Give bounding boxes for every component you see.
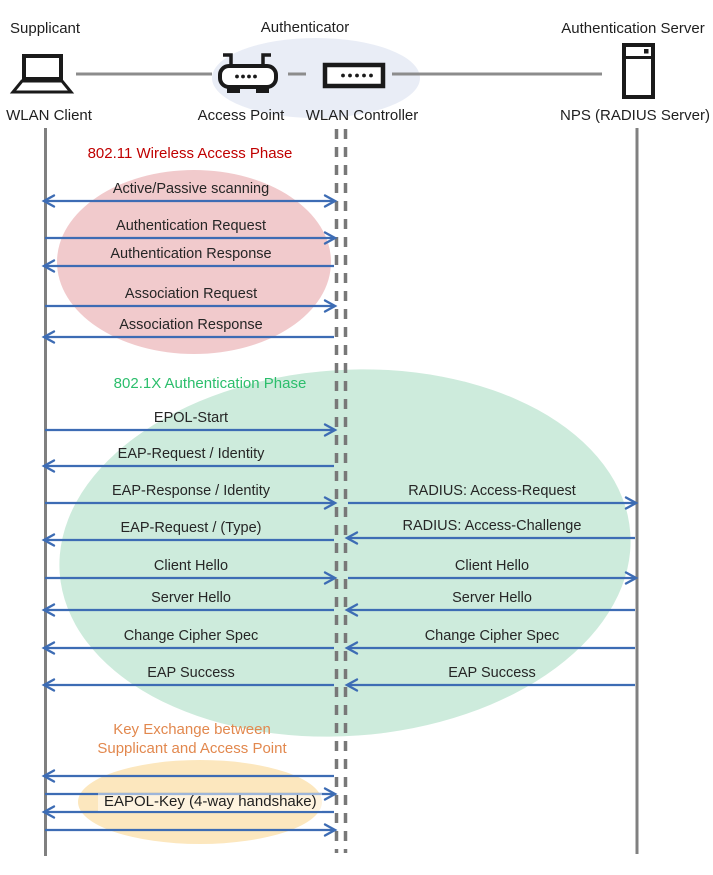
message-arrow-left: [41, 678, 334, 692]
eapol-key-label: EAPOL-Key (4-way handshake): [98, 793, 322, 811]
message-label: Change Cipher Spec: [424, 628, 560, 644]
message-arrow-left: [45, 571, 338, 585]
message-label: Association Response: [119, 317, 263, 333]
message-arrow-right: [344, 678, 635, 692]
message-label: RADIUS: Access-Request: [408, 483, 576, 499]
message-label: Client Hello: [454, 558, 530, 574]
message-arrow-left: [41, 259, 334, 273]
message-arrow-right: [348, 571, 639, 585]
message-label: EAP Success: [147, 665, 235, 681]
message-arrow-left: [41, 459, 334, 473]
message-arrow-right: [348, 496, 639, 510]
message-label: EAP-Request / Identity: [117, 446, 265, 462]
phase-8021x-title: 802.1X Authentication Phase: [113, 375, 307, 392]
message-arrow-left: [45, 299, 338, 313]
message-arrow-left: [41, 533, 334, 547]
phase-keyx-title-line1: Key Exchange between: [113, 721, 271, 738]
message-arrow-right: [344, 531, 635, 545]
phase-80211-title: 802.11 Wireless Access Phase: [87, 145, 293, 162]
message-label: Active/Passive scanning: [112, 181, 270, 197]
message-arrow-left: [41, 805, 334, 819]
message-label: EAP-Response / Identity: [112, 483, 270, 499]
controller-box-icon: [322, 62, 386, 89]
message-arrow-left: [45, 231, 338, 245]
supplicant-role-label: Supplicant: [10, 20, 81, 37]
message-arrow-left: [45, 496, 338, 510]
message-arrow-left: [41, 769, 334, 783]
message-arrow-left: [41, 194, 338, 208]
message-arrows: [41, 194, 639, 837]
wireless-router-icon: [218, 53, 278, 93]
message-arrow-left: [41, 330, 334, 344]
access-point-label: Access Point: [197, 107, 285, 124]
message-arrow-right: [344, 603, 635, 617]
message-arrow-left: [41, 641, 334, 655]
message-label: Client Hello: [153, 558, 229, 574]
message-label: Change Cipher Spec: [123, 628, 259, 644]
message-label: Authentication Response: [110, 246, 272, 262]
phase-keyx-title-line2: Supplicant and Access Point: [97, 740, 287, 757]
message-label: EPOL-Start: [153, 410, 229, 426]
message-label: RADIUS: Access-Challenge: [402, 518, 582, 534]
nps-label: NPS (RADIUS Server): [559, 107, 711, 124]
authenticator-lifeline: [334, 129, 348, 853]
message-label: Server Hello: [452, 590, 532, 606]
message-label: EAP Success: [448, 665, 536, 681]
laptop-icon: [9, 54, 75, 94]
wlan-controller-label: WLAN Controller: [305, 107, 419, 124]
message-arrow-left: [45, 423, 338, 437]
message-label: Server Hello: [151, 590, 231, 606]
auth-server-role-label: Authentication Server: [561, 20, 705, 37]
message-arrow-left: [41, 603, 334, 617]
message-label: Association Request: [124, 286, 258, 302]
message-arrow-left: [45, 823, 338, 837]
message-label: EAP-Request / (Type): [120, 520, 262, 536]
phase-80211-ellipse: [57, 170, 331, 354]
wlan-client-label: WLAN Client: [6, 107, 92, 124]
authenticator-role-label: Authenticator: [260, 19, 350, 36]
message-arrow-right: [344, 641, 635, 655]
message-label: Authentication Request: [116, 218, 266, 234]
server-tower-icon: [622, 43, 655, 99]
